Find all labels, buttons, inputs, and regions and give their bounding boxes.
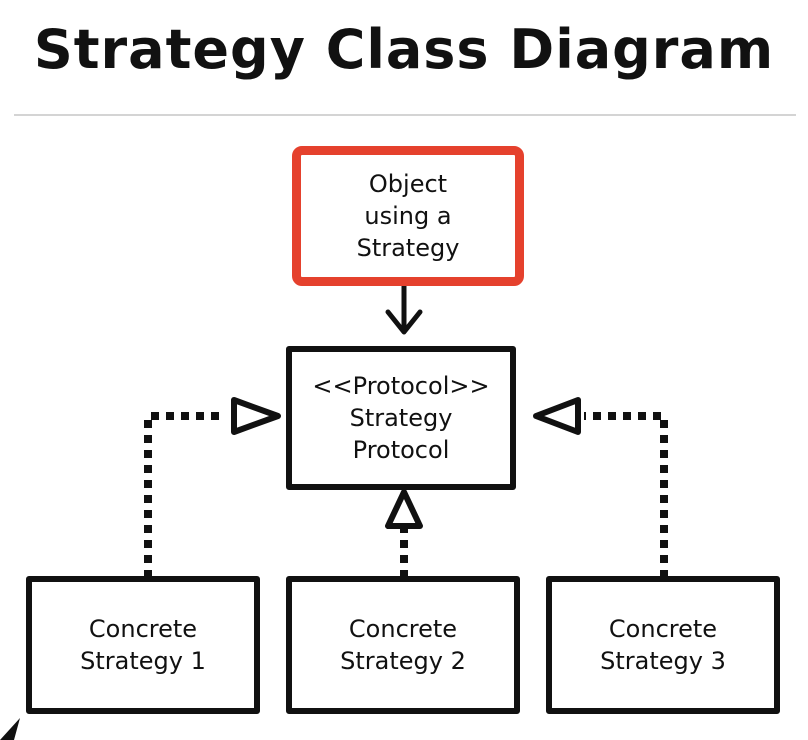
- context-label-line-2: using a: [364, 202, 452, 230]
- concrete-1-label-line-1: Concrete: [88, 615, 198, 643]
- diagram-title: Strategy Class Diagram: [33, 18, 775, 81]
- context-label-line-3: Strategy: [356, 234, 460, 262]
- association-arrowhead: [385, 309, 423, 335]
- concrete-1-label-line-2: Strategy 1: [80, 647, 206, 675]
- strategy-protocol-box: <<Protocol>> Strategy Protocol: [286, 346, 516, 490]
- context-object-box: Object using a Strategy: [292, 146, 524, 286]
- title-divider: [14, 114, 796, 116]
- concrete-strategy-3-box: Concrete Strategy 3: [546, 576, 780, 714]
- concrete-strategy-1-box: Concrete Strategy 1: [26, 576, 260, 714]
- context-label-line-1: Object: [368, 170, 448, 198]
- realization-arrowhead-2: [385, 489, 423, 529]
- concrete-3-label-line-2: Strategy 3: [600, 647, 726, 675]
- concrete-2-label-line-2: Strategy 2: [340, 647, 466, 675]
- realization-arrowhead-1: [231, 397, 281, 435]
- cursor-icon: [0, 718, 20, 740]
- protocol-label-line-2: Protocol: [352, 436, 450, 464]
- realization-line-1: [144, 412, 226, 578]
- protocol-label-line-1: Strategy: [349, 404, 453, 432]
- concrete-strategy-2-box: Concrete Strategy 2: [286, 576, 520, 714]
- concrete-3-label-line-1: Concrete: [608, 615, 718, 643]
- realization-line-3: [584, 412, 668, 578]
- realization-arrowhead-3: [533, 397, 581, 435]
- protocol-stereotype: <<Protocol>>: [312, 372, 490, 400]
- concrete-2-label-line-1: Concrete: [348, 615, 458, 643]
